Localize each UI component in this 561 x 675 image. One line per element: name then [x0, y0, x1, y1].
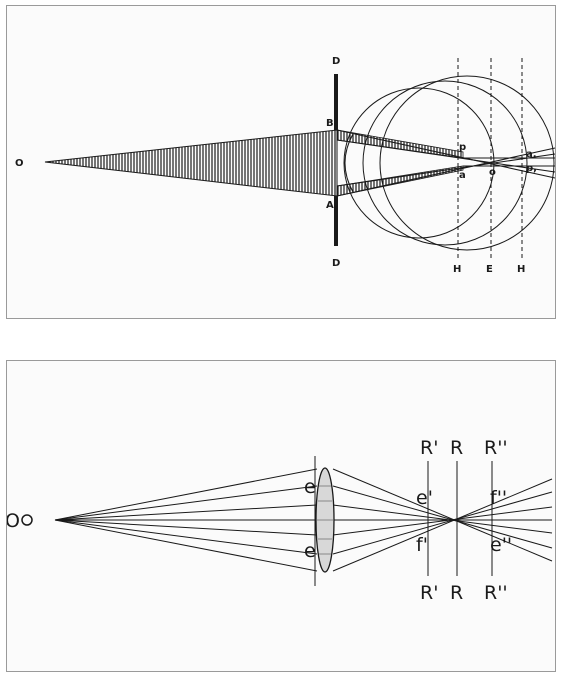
label-R1-top: R'	[420, 437, 438, 459]
incident-rays	[54, 468, 552, 572]
label-p-right: p,	[526, 163, 537, 174]
wavefront-circles	[343, 75, 555, 251]
label-R3-bottom: R''	[484, 582, 508, 604]
label-f1: f'	[416, 534, 428, 556]
label-R2-bottom: R	[450, 582, 463, 604]
refracted-rays	[332, 468, 553, 572]
label-p: p	[459, 142, 466, 153]
label-E: E	[486, 264, 493, 275]
label-e3: e''	[490, 534, 512, 556]
label-R1-bottom: R'	[420, 582, 438, 604]
label-A: A	[326, 200, 334, 211]
label-R3-top: R''	[484, 437, 508, 459]
label-e1: e'	[416, 487, 433, 509]
label-a-right: a,	[526, 149, 537, 160]
label-D-top: D	[332, 56, 340, 67]
label-e-top: e	[304, 476, 316, 498]
aperture-curve	[344, 133, 354, 193]
label-B: B	[326, 118, 334, 129]
label-e-bottom: e	[304, 540, 316, 562]
pinhole-diagram: O D D B A p a o a, p, H E H	[15, 56, 556, 275]
label-O: O	[7, 510, 20, 532]
lens-diagram: O e e R' R R'' e' f' f'' e'' R' R R''	[7, 437, 553, 604]
planes	[457, 58, 523, 258]
lower-beam	[336, 165, 464, 197]
figure-bottom-panel: O e e R' R R'' e' f' f'' e'' R' R R''	[6, 360, 556, 672]
light-cone	[44, 129, 338, 197]
label-D-bottom: D	[332, 258, 340, 269]
source-point	[21, 514, 33, 526]
label-o: o	[489, 167, 496, 178]
label-a: a	[459, 170, 466, 181]
label-H-left: H	[453, 264, 461, 275]
ray-lines	[336, 129, 556, 197]
lens-hatching	[317, 485, 333, 555]
screens	[427, 461, 493, 576]
label-H-right: H	[517, 264, 525, 275]
label-O: O	[15, 158, 24, 169]
label-f3: f''	[490, 487, 507, 509]
label-R2-top: R	[450, 437, 463, 459]
figure-top-panel: O D D B A p a o a, p, H E H	[6, 5, 556, 319]
